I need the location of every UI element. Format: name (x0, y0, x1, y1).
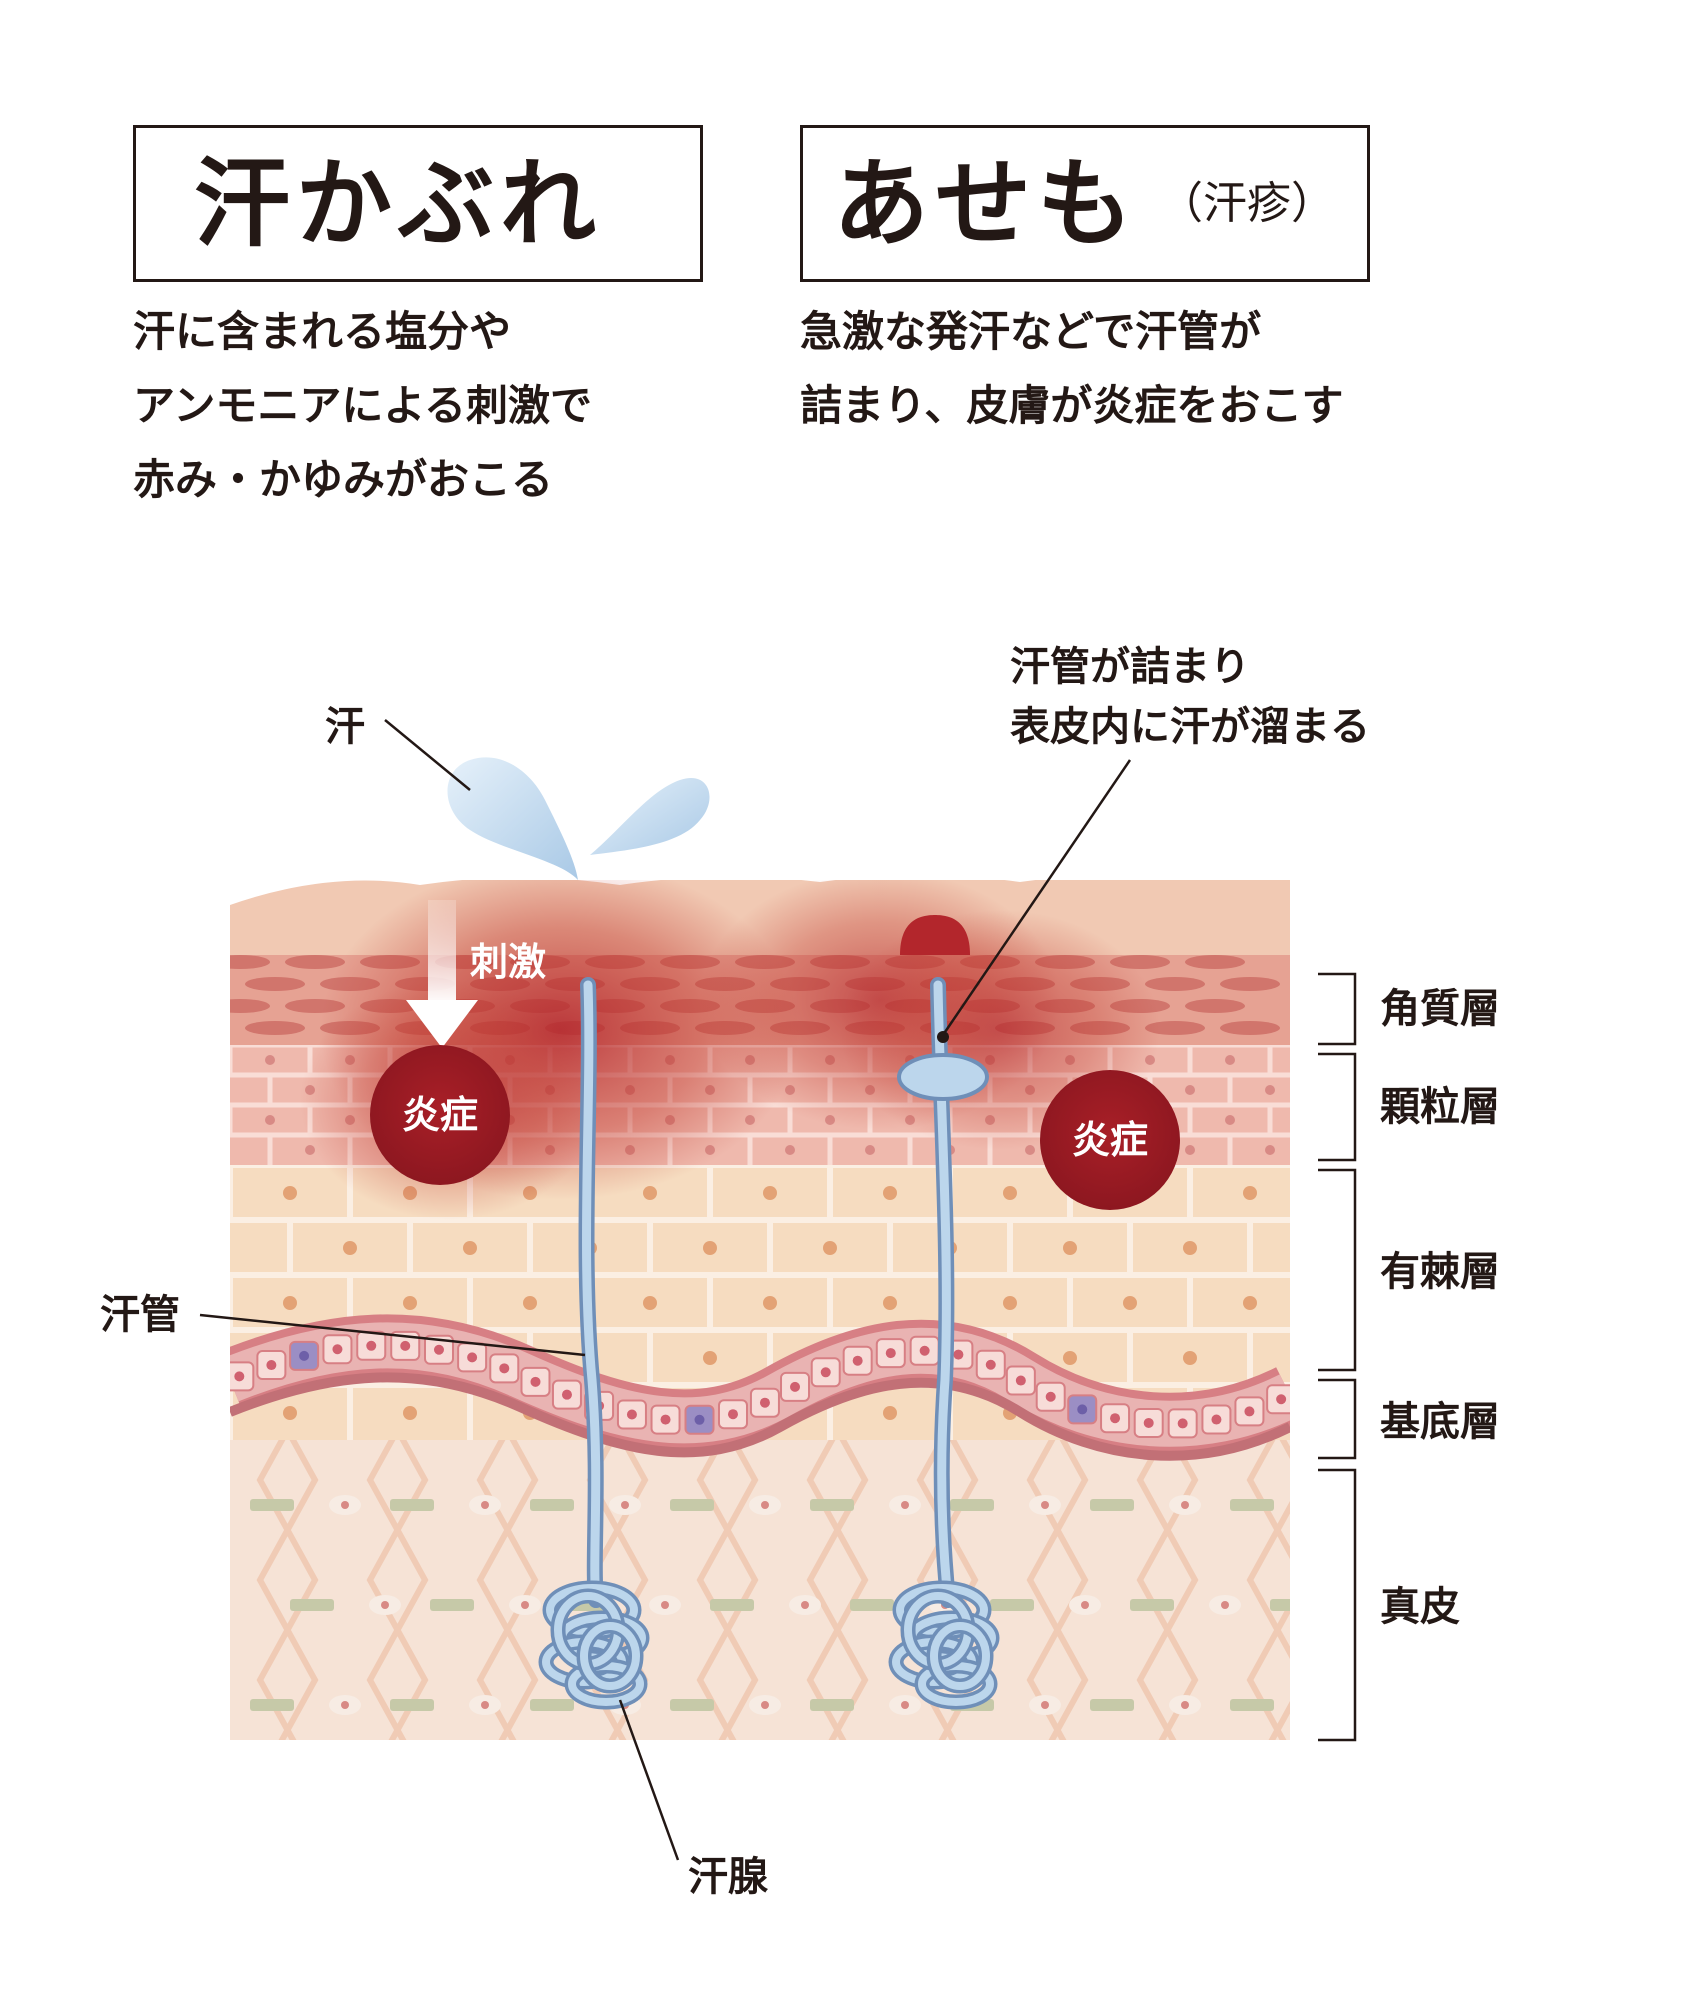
title-right: あせも (833, 147, 1139, 260)
label-sweat-duct: 汗管 (100, 1292, 180, 1338)
sweat-drop-2 (590, 778, 710, 855)
blocked-duct-bulge (897, 1053, 989, 1101)
label-stimulus: 刺激 (470, 940, 546, 984)
sweat-duct-left (578, 977, 604, 1608)
label-layer-dermis: 真皮 (1380, 1584, 1460, 1630)
blister (900, 915, 970, 955)
description-right: 急激な発汗などで汗管が 詰まり、皮膚が炎症をおこす (800, 307, 1344, 430)
label-layer-granulosum: 顆粒層 (1380, 1084, 1500, 1130)
layer-brackets (1318, 972, 1357, 1742)
title-left: 汗かぶれ (194, 147, 602, 260)
title-box-right: あせも （汗疹） (800, 125, 1370, 282)
sweat-drop-1 (447, 757, 578, 880)
leader-lines (199, 719, 1132, 1861)
description-left: 汗に含まれる塩分や アンモニアによる刺激で 赤み・かゆみがおこる (133, 307, 593, 504)
label-blocked-line2: 表皮内に汗が溜まる (1010, 704, 1370, 750)
inflammation-blob-right (1040, 1070, 1180, 1210)
label-blocked-line1: 汗管が詰まり (1010, 644, 1250, 690)
label-layer-spinosum: 有棘層 (1380, 1249, 1500, 1295)
title-right-note: （汗疹） (1159, 177, 1335, 229)
sweat-gland-right (888, 1580, 1000, 1710)
stimulus-arrow (406, 900, 478, 1048)
label-sweat: 汗 (325, 704, 365, 750)
label-sweat-gland: 汗腺 (688, 1854, 769, 1900)
label-inflammation-right: 炎症 (1072, 1118, 1148, 1162)
basale-cells (230, 1330, 1290, 1439)
title-box-left: 汗かぶれ (133, 125, 703, 282)
inflammation-blob-left (370, 1045, 510, 1185)
sweat-gland-left (538, 1580, 650, 1710)
label-inflammation-left: 炎症 (402, 1093, 478, 1137)
label-layer-basale: 基底層 (1380, 1399, 1500, 1445)
label-layer-corneum: 角質層 (1380, 986, 1500, 1032)
